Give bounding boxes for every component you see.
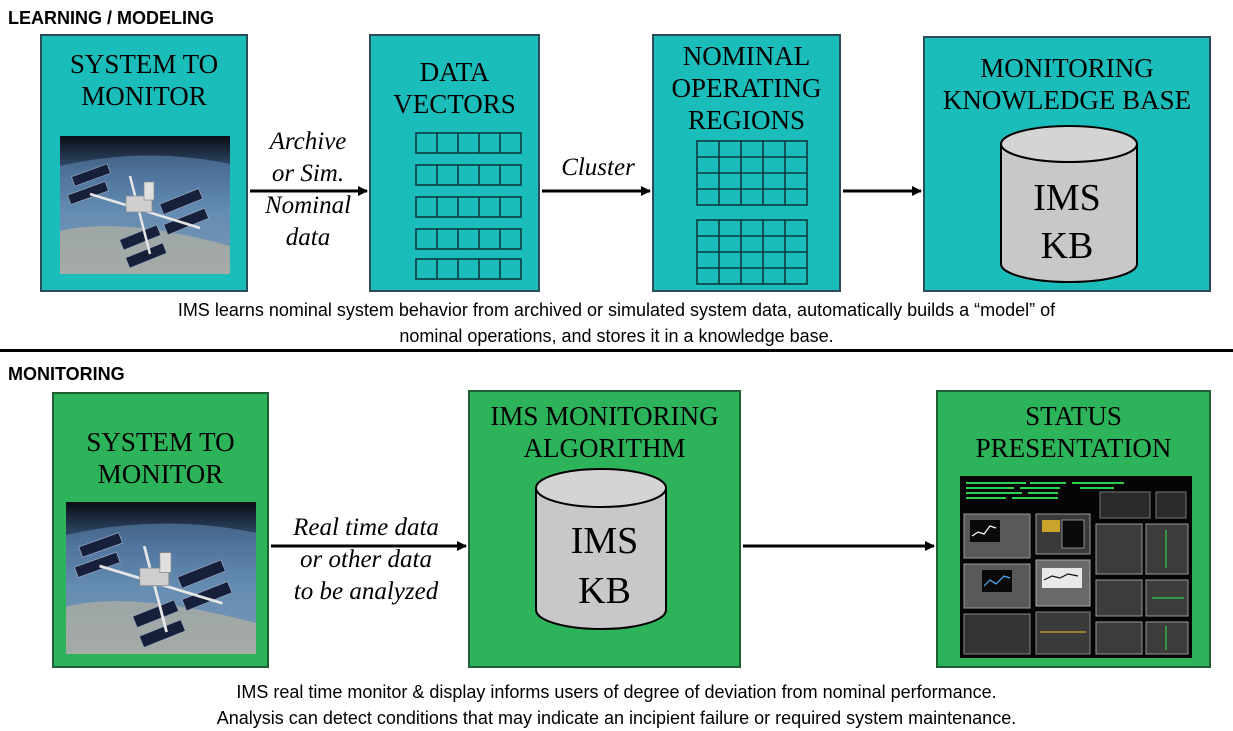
monitoring-section-title: MONITORING xyxy=(8,364,125,384)
status-presentation-box: STATUS PRESENTATION xyxy=(936,390,1211,668)
monitoring-algorithm-title: IMS MONITORING ALGORITHM xyxy=(490,401,719,463)
learning-system-title: SYSTEM TO MONITOR xyxy=(69,49,219,111)
status-display-icon xyxy=(960,476,1192,658)
learning-section-title: LEARNING / MODELING xyxy=(8,8,214,28)
section-divider xyxy=(0,349,1233,352)
database-cylinder-icon xyxy=(1000,125,1138,283)
archive-arrow-label: Archive or Sim. Nominal data xyxy=(264,128,352,251)
data-vectors-title: DATA VECTORS xyxy=(393,57,516,119)
monitoring-algorithm-box: IMS MONITORING ALGORITHM IMS KB xyxy=(468,390,741,668)
realtime-arrow-label: Real time data or other data to be analy… xyxy=(293,514,439,605)
learning-caption: IMS learns nominal system behavior from … xyxy=(177,300,1056,346)
monitoring-system-title: SYSTEM TO MONITOR xyxy=(86,427,235,489)
data-vector-grid-icon xyxy=(415,132,522,280)
operating-regions-title: NOMINAL OPERATING REGIONS xyxy=(671,41,822,135)
knowledge-base-box: MONITORING KNOWLEDGE BASE IMS KB xyxy=(923,36,1211,292)
space-station-icon xyxy=(66,502,256,654)
operating-regions-box: NOMINAL OPERATING REGIONS xyxy=(652,34,841,292)
database-cylinder-icon xyxy=(535,468,667,630)
monitoring-system-box: SYSTEM TO MONITOR xyxy=(52,392,269,668)
monitoring-caption: IMS real time monitor & display informs … xyxy=(216,682,1017,728)
region-grid-icon xyxy=(696,140,808,285)
space-station-icon xyxy=(60,136,230,274)
knowledge-base-title: MONITORING KNOWLEDGE BASE xyxy=(942,53,1192,115)
kb-label: IMS KB xyxy=(1033,177,1101,267)
cluster-arrow-label: Cluster xyxy=(561,154,635,181)
data-vectors-box: DATA VECTORS xyxy=(369,34,540,292)
kb-label: IMS KB xyxy=(570,520,639,612)
learning-system-box: SYSTEM TO MONITOR xyxy=(40,34,248,292)
status-presentation-title: STATUS PRESENTATION xyxy=(975,401,1172,463)
